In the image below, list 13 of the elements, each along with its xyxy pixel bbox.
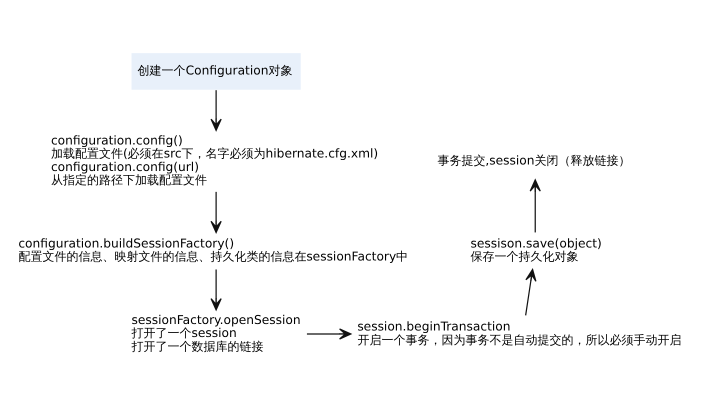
node-text: configuration.config() 加载配置文件(必须在src下，名字必须为hibernate.cfg.xml) configuration.config(url) 从指定的路径下加载配置文件	[50, 132, 378, 187]
node-box: 创建一个Configuration对象	[132, 52, 301, 90]
arrow	[210, 90, 222, 130]
arrow	[306, 328, 352, 340]
node-text: sessionFactory.openSession 打开了一个session 打开了一个数据库的链接	[131, 312, 301, 353]
arrow	[210, 268, 222, 310]
node-text: sessison.save(object) 保存一个持久化对象	[470, 236, 602, 264]
arrow	[210, 191, 222, 233]
arrow	[525, 268, 536, 315]
node-text: session.beginTransaction 开启一个事务，因为事务不是自动提交的，所以必须手动开启	[357, 318, 682, 346]
node-text: 事务提交,session关闭（释放链接）	[437, 152, 630, 167]
arrow	[530, 178, 541, 232]
node-text: configuration.buildSessionFactory() 配置文件的信息、映射文件的信息、持久化类的信息在sessionFactory中	[18, 236, 408, 264]
